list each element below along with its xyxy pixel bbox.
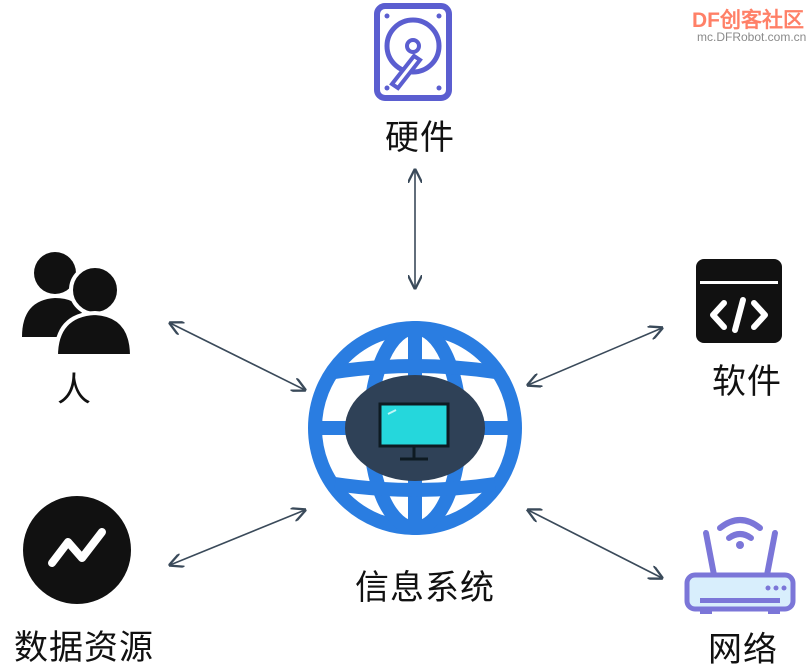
hard-disk-icon xyxy=(374,3,452,101)
watermark-brand: DF创客社区 xyxy=(692,9,804,32)
arrow-data xyxy=(170,510,305,565)
arrow-people xyxy=(170,323,305,390)
software-label: 软件 xyxy=(712,362,782,402)
code-window-icon xyxy=(696,259,782,343)
watermark-url: mc.DFRobot.com.cn xyxy=(697,30,807,44)
globe-computer-icon xyxy=(308,321,522,535)
hardware-label: 硬件 xyxy=(385,118,455,158)
trend-chart-icon xyxy=(23,496,131,604)
people-icon xyxy=(22,252,135,358)
wifi-router-icon xyxy=(684,517,796,614)
monitor-icon xyxy=(378,402,450,448)
people-label: 人 xyxy=(57,370,92,410)
data-resources-label: 数据资源 xyxy=(14,628,154,668)
arrow-software xyxy=(528,328,662,385)
connector-arrows xyxy=(170,170,662,578)
arrow-network xyxy=(528,510,662,578)
network-label: 网络 xyxy=(708,630,778,670)
info-system-label: 信息系统 xyxy=(355,568,495,608)
